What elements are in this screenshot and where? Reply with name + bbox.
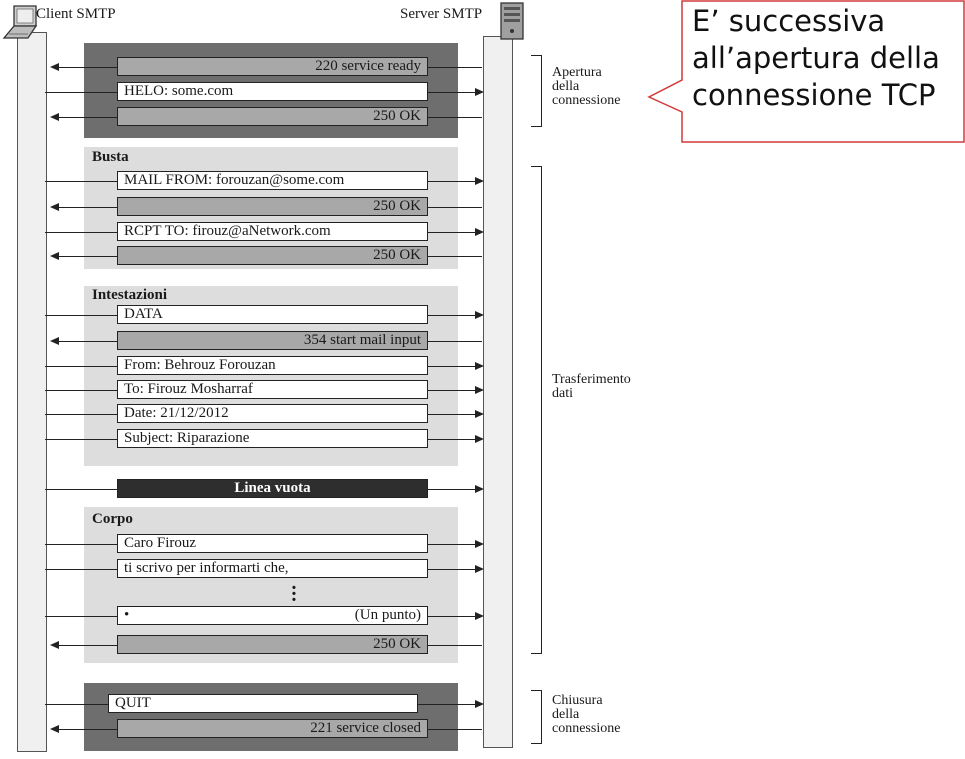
message-blank-line: Linea vuota — [117, 479, 428, 498]
arrow-head-right — [475, 88, 484, 96]
arrow-head-left — [50, 203, 59, 211]
message-quit: QUIT — [108, 694, 418, 713]
envelope-section-title: Busta — [92, 149, 129, 165]
transfer-phase-brace — [531, 166, 542, 654]
arrow-head-left — [50, 641, 59, 649]
message-ok: 250 OK — [117, 246, 428, 265]
message-from-header: From: Behrouz Forouzan — [117, 356, 428, 375]
message-service-ready: 220 service ready — [117, 57, 428, 76]
arrow-head-right — [475, 612, 484, 620]
message-helo: HELO: some.com — [117, 82, 428, 101]
message-date-header: Date: 21/12/2012 — [117, 404, 428, 423]
arrow-head-right — [475, 485, 484, 493]
arrow-head-right — [475, 386, 484, 394]
message-rcpt-to: RCPT TO: firouz@aNetwork.com — [117, 222, 428, 241]
headers-section-title: Intestazioni — [92, 287, 167, 303]
opening-phase-label: Apertura della connessione — [552, 65, 621, 108]
arrow-head-left — [50, 337, 59, 345]
message-ok: 250 OK — [117, 197, 428, 216]
message-subject-header: Subject: Riparazione — [117, 429, 428, 448]
server-smtp-label: Server SMTP — [400, 6, 483, 22]
arrow-head-left — [50, 725, 59, 733]
client-lifeline — [17, 32, 47, 752]
arrow-head-right — [475, 410, 484, 418]
server-lifeline — [483, 36, 513, 748]
dot-note: (Un punto) — [354, 607, 421, 623]
callout-text: E’ successiva all’apertura della conness… — [692, 4, 940, 112]
message-body-line: Caro Firouz — [117, 534, 428, 553]
message-service-closed: 221 service closed — [117, 719, 428, 738]
message-to-header: To: Firouz Mosharraf — [117, 380, 428, 399]
arrow-head-right — [475, 228, 484, 236]
arrow-head-right — [475, 362, 484, 370]
server-icon — [500, 2, 524, 40]
closing-phase-brace — [531, 690, 542, 744]
message-mail-from: MAIL FROM: forouzan@some.com — [117, 171, 428, 190]
message-data: DATA — [117, 305, 428, 324]
transfer-phase-label: Trasferimento dati — [552, 372, 631, 401]
arrow-head-left — [50, 63, 59, 71]
vertical-ellipsis: ··· — [290, 577, 298, 611]
arrow-head-right — [475, 540, 484, 548]
arrow-head-left — [50, 113, 59, 121]
arrow-head-right — [475, 177, 484, 185]
arrow-head-right — [475, 311, 484, 319]
arrow-head-right — [475, 700, 484, 708]
body-section-title: Corpo — [92, 511, 133, 527]
message-body-line: ti scrivo per informarti che, — [117, 559, 428, 578]
arrow-head-left — [50, 252, 59, 260]
message-start-mail-input: 354 start mail input — [117, 331, 428, 350]
message-ok: 250 OK — [117, 107, 428, 126]
dot-marker: • — [124, 607, 130, 623]
opening-phase-brace — [531, 55, 542, 127]
message-end-dot: • (Un punto) — [117, 606, 428, 625]
callout-bubble — [647, 0, 965, 143]
laptop-icon — [2, 5, 38, 39]
arrow-head-right — [475, 565, 484, 573]
arrow-head-right — [475, 435, 484, 443]
client-smtp-label: Client SMTP — [36, 6, 116, 22]
closing-phase-label: Chiusura della connessione — [552, 693, 621, 736]
message-ok: 250 OK — [117, 635, 428, 654]
